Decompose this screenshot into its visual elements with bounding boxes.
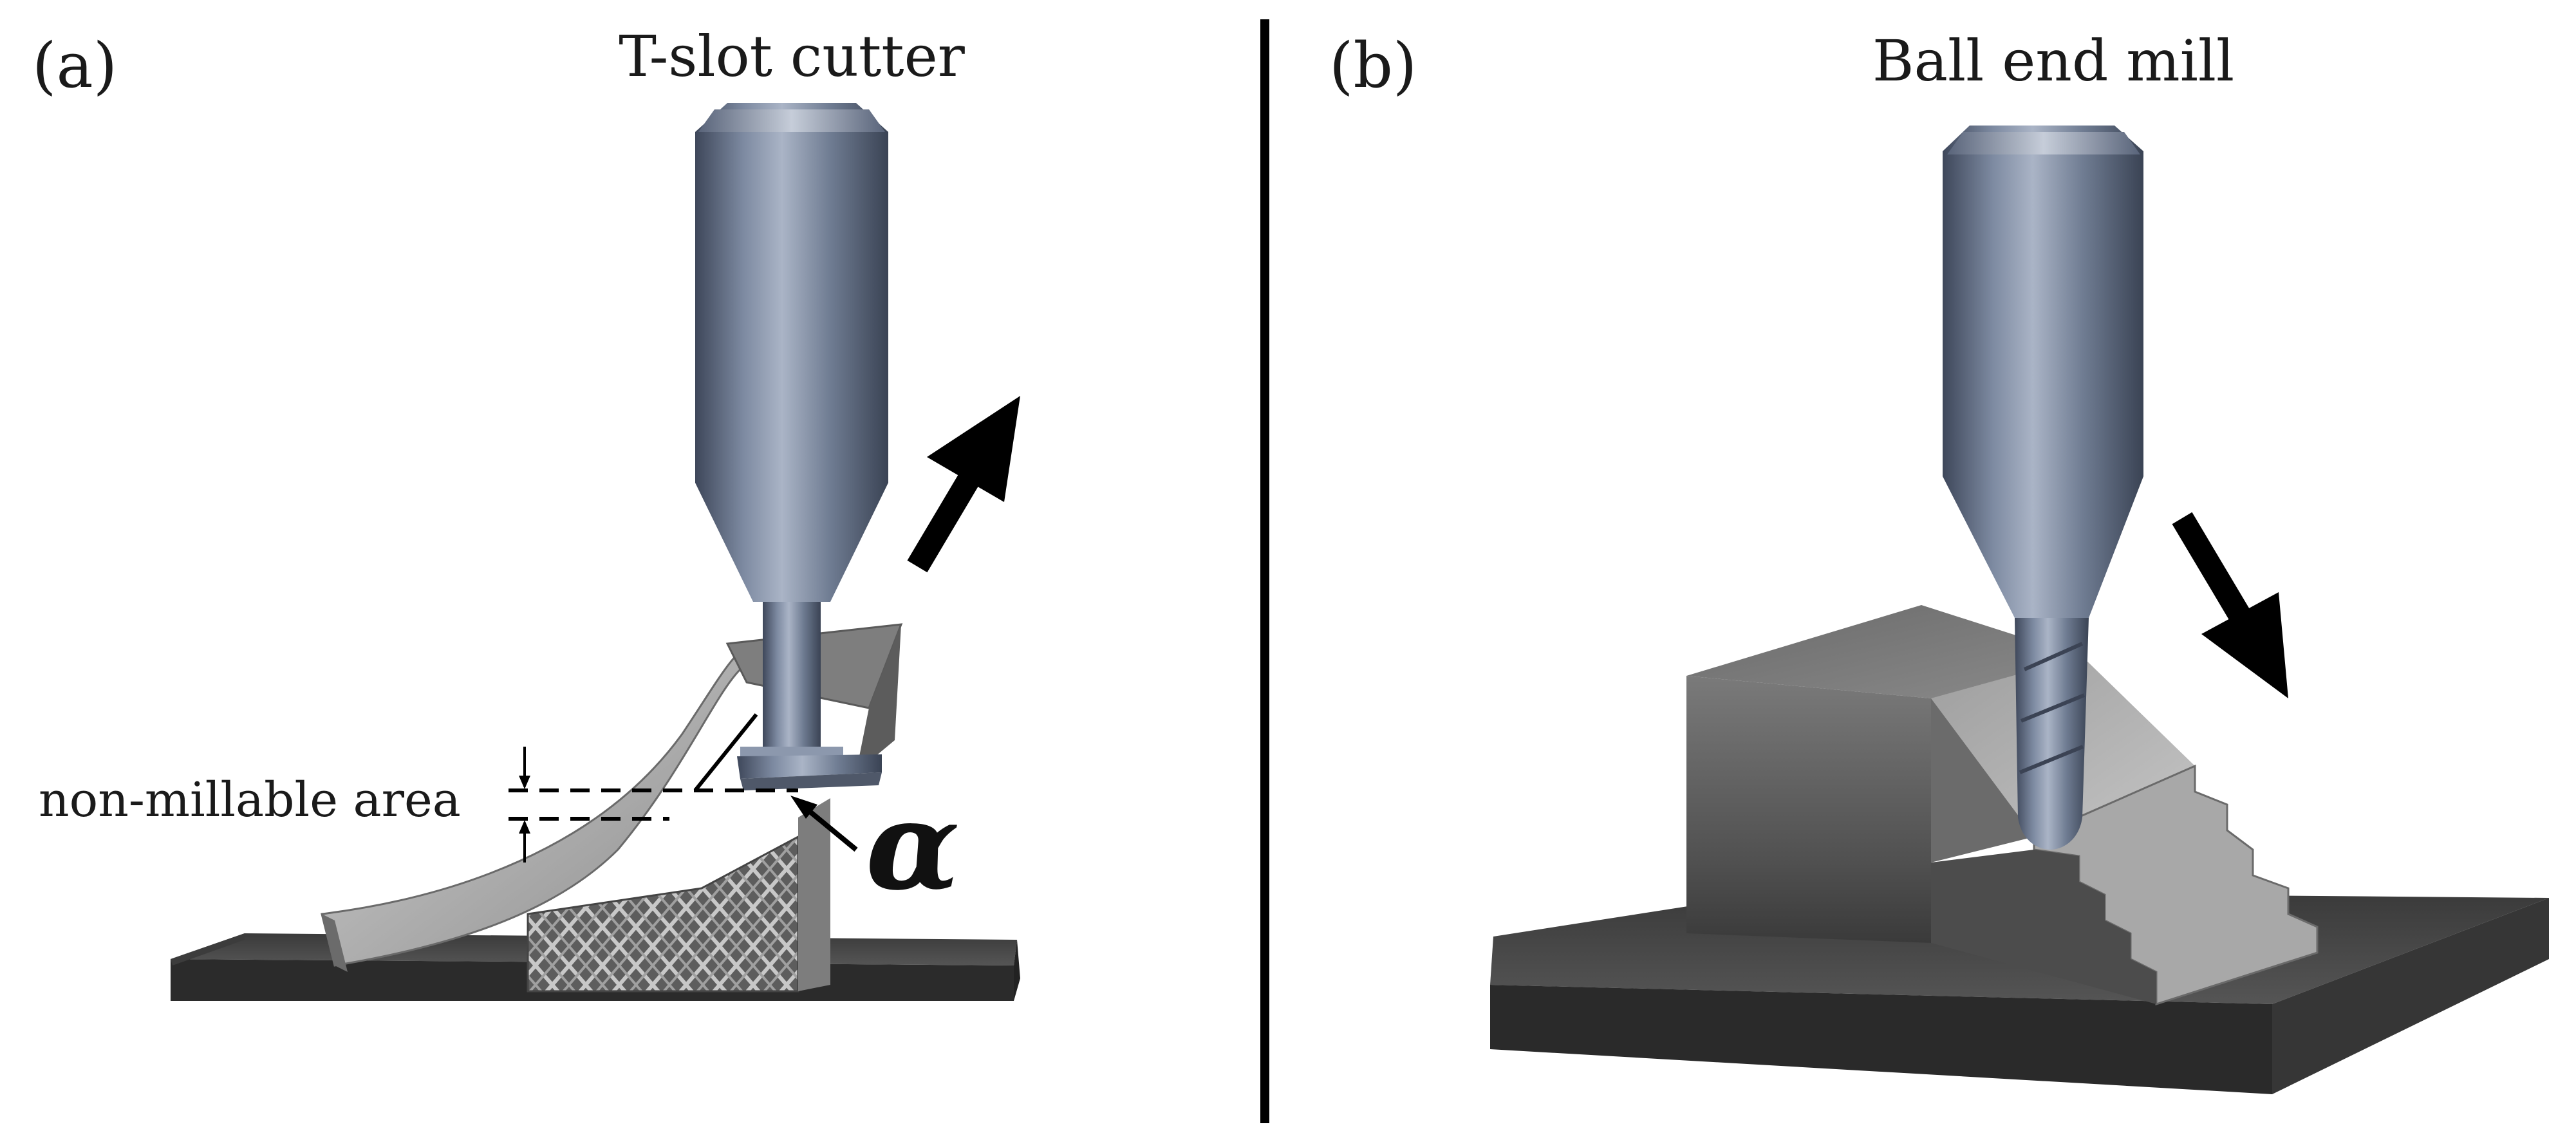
non-millable-area-indicator: [509, 747, 798, 863]
panel-a-label: (a): [32, 30, 117, 102]
panel-a: (a) T-slot cutter: [32, 23, 1020, 1001]
direction-arrow-up-icon: [907, 396, 1020, 573]
t-slot-cutter: [695, 103, 888, 790]
tangent-line: [693, 713, 758, 792]
panel-b-label: (b): [1329, 30, 1417, 102]
lattice-support: [527, 798, 830, 993]
panel-divider: [1260, 19, 1269, 1123]
t-slot-cutter-title: T-slot cutter: [619, 23, 965, 89]
alpha-symbol: α: [866, 774, 960, 917]
direction-arrow-down-icon: [2172, 512, 2288, 698]
panel-b: (b) Ball end mill: [1329, 28, 2549, 1094]
ball-end-mill: [1943, 126, 2143, 850]
alpha-pointer: [790, 796, 858, 852]
non-millable-area-label: non-millable area: [39, 772, 461, 828]
ball-end-mill-title: Ball end mill: [1872, 28, 2234, 94]
